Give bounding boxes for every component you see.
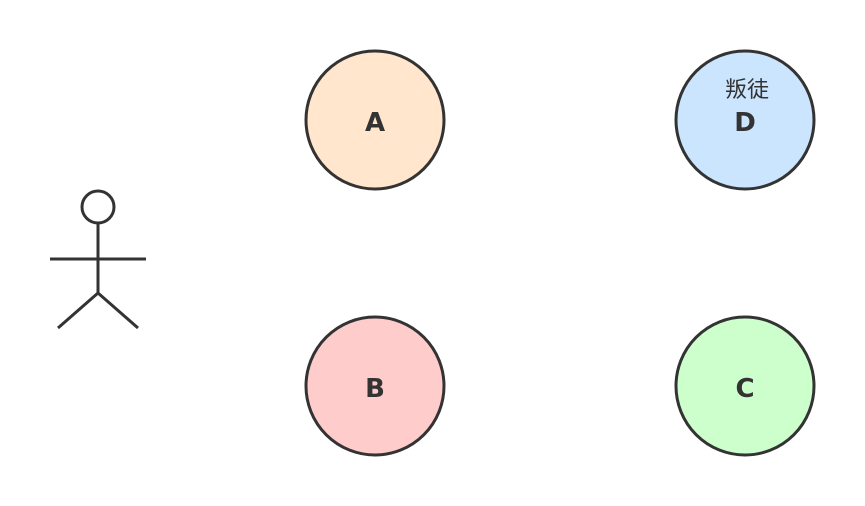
node-c-circle [674, 315, 816, 457]
node-d-circle [674, 49, 816, 191]
actor-left-leg [57, 291, 99, 330]
node-a: A [304, 49, 446, 191]
node-b-circle [304, 315, 446, 457]
node-b: B [304, 315, 446, 457]
actor-head [80, 189, 116, 225]
node-c: C [674, 315, 816, 457]
node-d-label: D [734, 108, 756, 138]
node-b-label: B [365, 374, 385, 404]
actor-icon [50, 189, 146, 330]
node-c-label: C [735, 374, 754, 404]
node-a-circle [304, 49, 446, 191]
actor-right-leg [97, 291, 139, 330]
node-d-note: 叛徒 [725, 78, 769, 103]
node-a-label: A [365, 108, 385, 138]
node-d: 叛徒 D [674, 49, 816, 191]
